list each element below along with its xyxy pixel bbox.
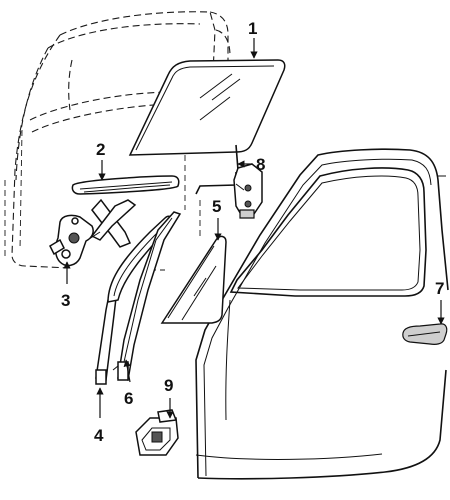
door-frame-outline-dashed (4, 11, 231, 271)
window-regulator (49, 198, 137, 267)
callout-8: 8 (256, 155, 265, 174)
callout-6: 6 (124, 389, 133, 408)
lock-latch (195, 144, 263, 219)
quarter-glass (160, 235, 227, 324)
callout-7: 7 (435, 279, 444, 298)
callout-2: 2 (96, 140, 105, 159)
callout-labels: 1 2 3 4 5 6 7 8 9 (61, 19, 444, 445)
callout-9: 9 (164, 376, 173, 395)
callout-1: 1 (248, 19, 257, 38)
belt-weatherstrip (71, 175, 180, 195)
handle-bracket (135, 409, 179, 456)
rear-division-channel (112, 211, 182, 381)
door-shell (195, 148, 449, 480)
callout-4: 4 (94, 426, 104, 445)
door-glass (128, 59, 286, 156)
leader-lines (63, 38, 445, 419)
callout-3: 3 (61, 291, 70, 310)
callout-5: 5 (212, 197, 221, 216)
door-handle (402, 323, 448, 345)
